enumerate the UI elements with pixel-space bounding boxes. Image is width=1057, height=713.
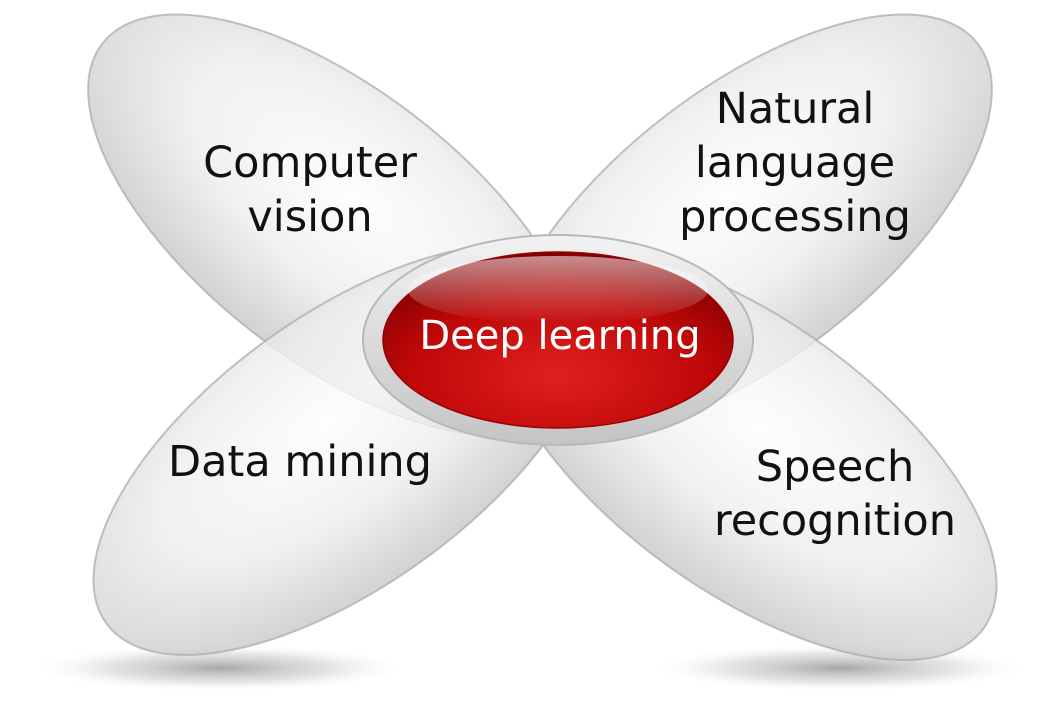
label-line: processing	[679, 192, 911, 242]
label-line: Data mining	[168, 437, 432, 487]
label-line: language	[694, 138, 896, 188]
label-line: Natural	[715, 84, 875, 134]
label-line: vision	[247, 192, 373, 242]
center-label: Deep learning	[419, 313, 701, 359]
center-gloss	[408, 256, 708, 324]
petal-shadow-left	[30, 644, 410, 692]
label-speech-recognition: Speech recognition	[690, 440, 980, 548]
label-computer-vision: Computer vision	[175, 136, 445, 244]
label-data-mining: Data mining	[150, 435, 450, 489]
label-line: Computer	[203, 138, 417, 188]
center-node	[362, 234, 754, 446]
label-line: Speech	[755, 442, 915, 492]
label-nlp: Natural language processing	[660, 82, 930, 244]
label-line: recognition	[713, 496, 956, 546]
